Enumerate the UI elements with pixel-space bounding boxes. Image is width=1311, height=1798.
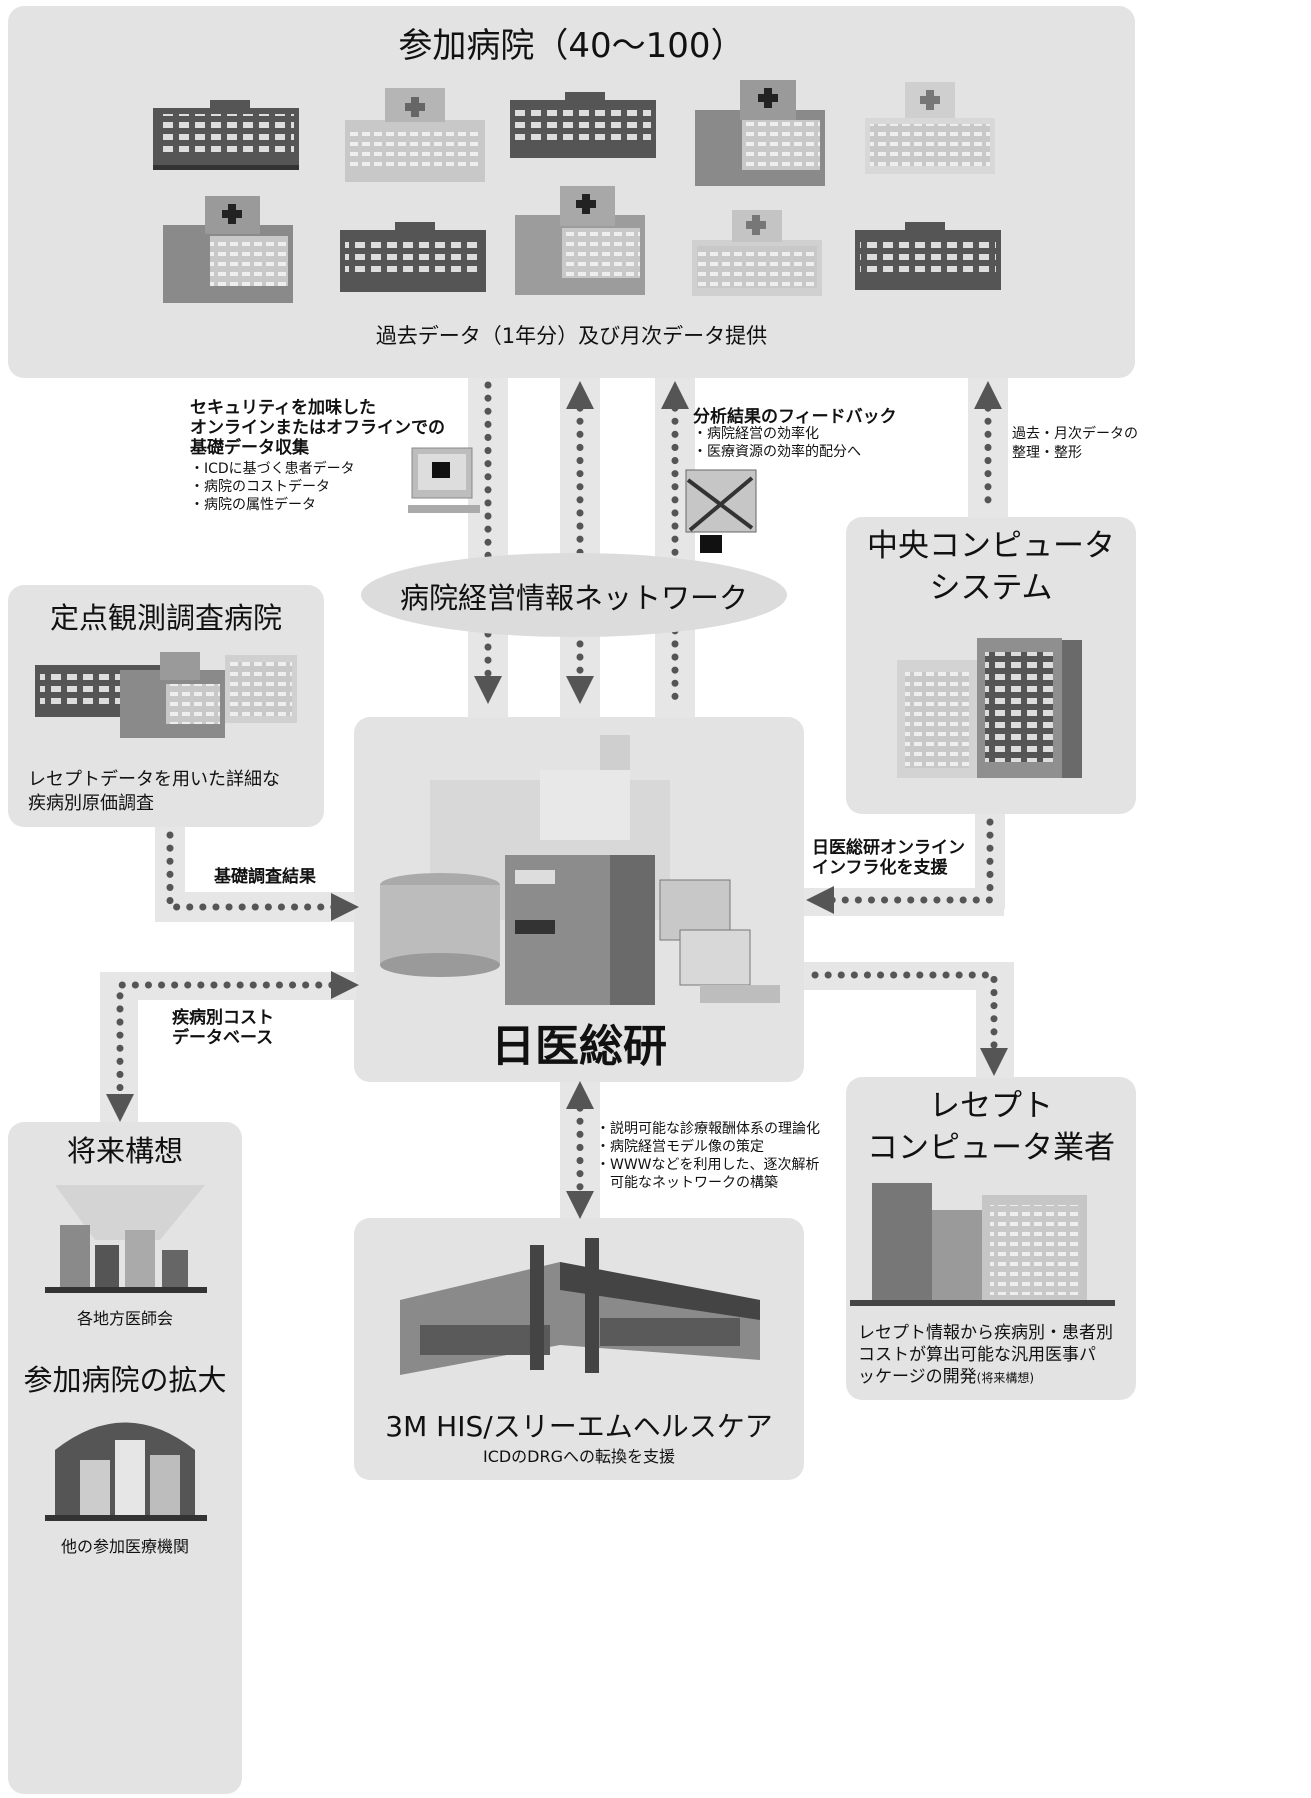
online-support-line: インフラ化を支援 xyxy=(812,858,948,878)
central-building-icon xyxy=(897,638,1082,778)
arrow-online-support xyxy=(806,818,994,914)
theory-item: ・病院経営モデル像の策定 xyxy=(596,1139,764,1155)
hospital-icon-10 xyxy=(855,222,1001,290)
online-support-label: 日医総研オンライン インフラ化を支援 xyxy=(812,838,965,878)
hospital-icon-7 xyxy=(340,222,486,292)
expansion-city-icon xyxy=(45,1422,207,1521)
hospital-icon-9 xyxy=(692,210,822,296)
top-panel-caption: 過去データ（1年分）及び月次データ提供 xyxy=(375,324,768,348)
hospital-icon-6 xyxy=(163,196,293,303)
receipt-title-line: コンピュータ業者 xyxy=(867,1130,1115,1166)
future-sub2: 他の参加医療機関 xyxy=(60,1537,189,1556)
feedback-item: ・病院経営の効率化 xyxy=(693,426,819,442)
collection-items: ・ICDに基づく患者データ ・病院のコストデータ ・病院の属性データ xyxy=(190,460,355,514)
collection-item: ・病院のコストデータ xyxy=(190,479,330,495)
hospital-icon-8 xyxy=(515,186,645,295)
network-label: 病院経営情報ネットワーク xyxy=(399,581,748,615)
basic-results-label: 基礎調査結果 xyxy=(214,867,316,887)
future-city-icon xyxy=(45,1185,207,1293)
organize-label: 過去・月次データの 整理・整形 xyxy=(1012,425,1138,463)
top-panel-title: 参加病院（40〜100） xyxy=(398,26,745,66)
collection-item: ・ICDに基づく患者データ xyxy=(190,461,355,477)
theory-item: 可能なネットワークの構築 xyxy=(596,1175,778,1191)
threem-building-icon xyxy=(400,1238,760,1375)
collection-heading-line: オンラインまたはオフラインでの xyxy=(190,418,445,438)
arrow-basic-results xyxy=(166,831,359,921)
hospital-icon-4 xyxy=(695,80,825,186)
feedback-item: ・医療資源の効率的配分へ xyxy=(693,444,861,460)
receipt-desc-line: レセプト情報から疾病別・患者別 xyxy=(858,1323,1113,1343)
band-8 xyxy=(804,888,1004,916)
theory-items: ・説明可能な診療報酬体系の理論化 ・病院経営モデル像の策定 ・WWWなどを利用し… xyxy=(596,1120,820,1192)
band-1 xyxy=(468,378,508,718)
receipt-desc: レセプト情報から疾病別・患者別 コストが算出可能な汎用医事パ ッケージの開発(将… xyxy=(858,1322,1113,1389)
hospital-icon-2 xyxy=(345,88,485,182)
hospital-icon-3 xyxy=(510,92,656,158)
datacenter-illustration xyxy=(380,735,780,1005)
organize-label-line: 過去・月次データの xyxy=(1012,426,1138,442)
fixed-point-hospitals-icon xyxy=(35,652,297,738)
network-ellipse xyxy=(361,553,787,637)
theory-item: ・説明可能な診療報酬体系の理論化 xyxy=(596,1121,820,1137)
organize-label-line: 整理・整形 xyxy=(1012,445,1082,461)
collection-item: ・病院の属性データ xyxy=(190,497,316,513)
chained-cabinet-icon xyxy=(685,469,757,553)
receipt-title: レセプト コンピュータ業者 xyxy=(846,1085,1136,1169)
receipt-desc-line-last: ッケージの開発(将来構想) xyxy=(858,1366,1113,1389)
arrow-receipt xyxy=(811,971,1008,1076)
central-title: 中央コンピュータ システム xyxy=(846,525,1136,609)
receipt-desc-line: コストが算出可能な汎用医事パ xyxy=(858,1345,1096,1365)
future-sub1: 各地方医師会 xyxy=(76,1309,173,1328)
cost-db-label: 疾病別コスト データベース xyxy=(172,1008,274,1048)
hospital-icon-5 xyxy=(865,82,995,174)
future-title: 将来構想 xyxy=(66,1134,183,1168)
theory-item: ・WWWなどを利用した、逐次解析 xyxy=(596,1157,820,1173)
central-title-line: システム xyxy=(929,570,1053,606)
online-support-line: 日医総研オンライン xyxy=(812,838,965,858)
receipt-desc-note: (将来構想) xyxy=(976,1371,1035,1385)
fixed-point-title: 定点観測調査病院 xyxy=(49,601,282,635)
future-title2: 参加病院の拡大 xyxy=(23,1363,227,1397)
collection-heading-line: 基礎データ収集 xyxy=(190,438,309,458)
receipt-title-line: レセプト xyxy=(929,1088,1053,1124)
hospital-icon-1 xyxy=(153,100,299,170)
central-title-line: 中央コンピュータ xyxy=(867,528,1115,564)
cost-db-line: 疾病別コスト xyxy=(172,1008,274,1028)
receipt-desc-last: ッケージの開発 xyxy=(858,1367,977,1387)
arrow-cost-db xyxy=(106,971,359,1122)
feedback-items: ・病院経営の効率化 ・医療資源の効率的配分へ xyxy=(693,425,861,461)
receipt-vendor-building-icon xyxy=(850,1183,1115,1306)
threem-title: 3M HIS/スリーエムヘルスケア xyxy=(385,1410,773,1443)
collection-heading: セキュリティを加味した オンラインまたはオフラインでの 基礎データ収集 xyxy=(190,398,445,458)
feedback-heading: 分析結果のフィードバック xyxy=(693,407,897,427)
center-title: 日医総研 xyxy=(491,1021,667,1072)
collection-heading-line: セキュリティを加味した xyxy=(190,398,376,418)
fixed-point-desc-line: 疾病別原価調査 xyxy=(28,793,154,814)
cost-db-line: データベース xyxy=(172,1028,274,1048)
fixed-point-desc-line: レセプトデータを用いた詳細な xyxy=(28,769,280,790)
fixed-point-desc: レセプトデータを用いた詳細な 疾病別原価調査 xyxy=(28,768,280,816)
threem-sub: ICDのDRGへの転換を支援 xyxy=(482,1447,676,1466)
locked-computer-icon xyxy=(408,447,480,513)
